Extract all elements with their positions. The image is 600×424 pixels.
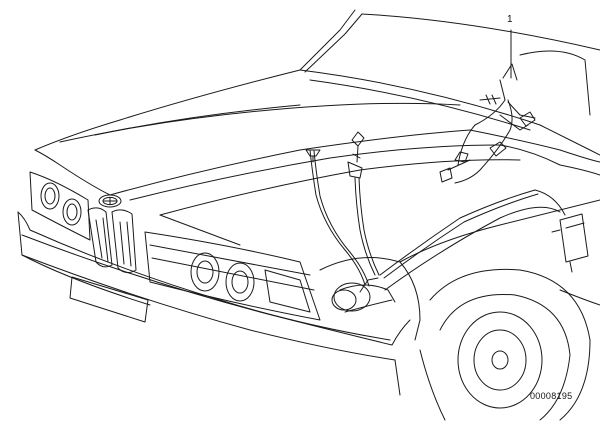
windshield-frame <box>300 10 600 155</box>
wiring-harness <box>440 80 535 183</box>
callout-leader-1 <box>503 30 517 80</box>
washer-reservoir <box>332 278 395 312</box>
washer-hoses <box>310 150 565 290</box>
callout-1-label: 1 <box>507 14 513 25</box>
drawing-number: 00008195 <box>530 391 573 401</box>
left-headlights <box>30 172 90 240</box>
bmw-roundel-logo <box>99 195 121 207</box>
kidney-grille <box>88 208 136 273</box>
front-bumper <box>18 212 400 395</box>
right-fender <box>320 150 600 345</box>
washer-nozzles <box>306 132 364 178</box>
front-wheel <box>420 269 590 420</box>
hood-outline <box>35 70 560 245</box>
washer-pump <box>552 214 588 272</box>
